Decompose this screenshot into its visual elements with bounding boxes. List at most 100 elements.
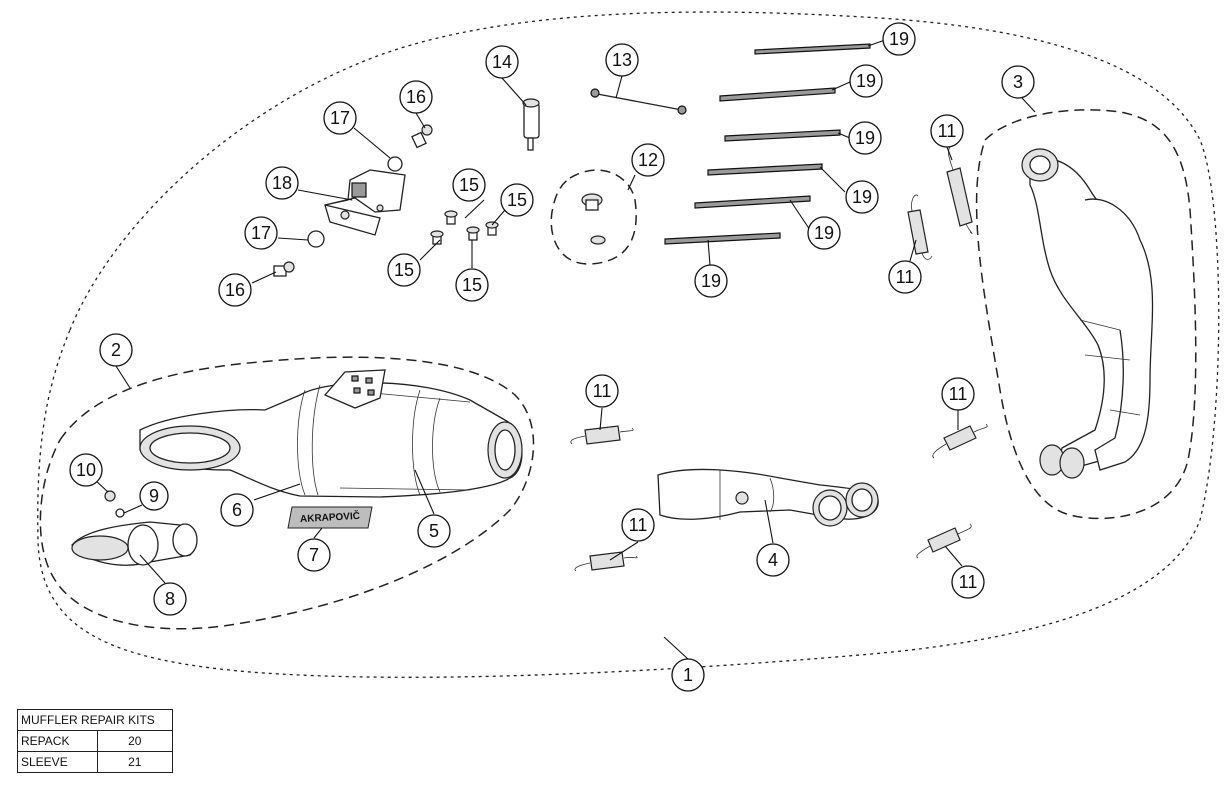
callout-3: 3 bbox=[1001, 65, 1035, 99]
svg-text:19: 19 bbox=[856, 71, 876, 91]
logo-sticker: AKRAPOVIČ bbox=[287, 506, 373, 529]
callout-16-a: 16 bbox=[399, 80, 433, 114]
callout-11-f: 11 bbox=[951, 565, 985, 599]
svg-text:1: 1 bbox=[683, 665, 693, 685]
spring-6 bbox=[916, 523, 972, 559]
screw-15-a bbox=[444, 210, 458, 225]
callout-14: 14 bbox=[485, 45, 519, 79]
spring-5 bbox=[932, 423, 988, 459]
washer-17-b bbox=[307, 230, 325, 248]
svg-text:3: 3 bbox=[1013, 72, 1023, 92]
spring-4 bbox=[574, 551, 638, 572]
callout-11-b: 11 bbox=[888, 260, 922, 294]
spring-2 bbox=[907, 194, 933, 260]
sensor bbox=[522, 98, 540, 151]
strap-4 bbox=[707, 163, 823, 176]
callout-15-c: 15 bbox=[387, 253, 421, 287]
bolt-16-a bbox=[411, 124, 433, 149]
svg-text:18: 18 bbox=[272, 173, 292, 193]
washer-9 bbox=[115, 508, 125, 518]
strap-2 bbox=[719, 87, 836, 102]
callout-10: 10 bbox=[69, 453, 103, 487]
fitting bbox=[581, 193, 606, 245]
muffler-repair-kits-table: MUFFLER REPAIR KITS REPACK 20 SLEEVE 21 bbox=[17, 709, 173, 773]
callout-15-b: 15 bbox=[500, 183, 534, 217]
callout-6: 6 bbox=[220, 493, 254, 527]
svg-text:8: 8 bbox=[165, 589, 175, 609]
callout-15-d: 15 bbox=[455, 268, 489, 302]
bolt-16-b bbox=[273, 261, 295, 277]
svg-text:15: 15 bbox=[394, 260, 414, 280]
callout-16-b: 16 bbox=[218, 273, 252, 307]
header-group-outline bbox=[975, 109, 1197, 520]
svg-text:6: 6 bbox=[232, 500, 242, 520]
strap-1 bbox=[754, 43, 871, 55]
callout-17-a: 17 bbox=[323, 101, 357, 135]
svg-text:13: 13 bbox=[612, 50, 632, 70]
svg-text:17: 17 bbox=[251, 223, 271, 243]
callout-11-a: 11 bbox=[930, 114, 964, 148]
spring-3 bbox=[570, 425, 634, 445]
callout-11-d: 11 bbox=[621, 508, 655, 542]
svg-text:11: 11 bbox=[593, 381, 612, 401]
callout-1: 1 bbox=[671, 658, 705, 692]
callout-5: 5 bbox=[417, 514, 451, 548]
table-title: MUFFLER REPAIR KITS bbox=[17, 709, 173, 731]
kit-number: 20 bbox=[96, 730, 173, 752]
svg-text:11: 11 bbox=[949, 384, 968, 404]
svg-text:11: 11 bbox=[629, 515, 648, 535]
svg-text:15: 15 bbox=[462, 275, 482, 295]
callout-4: 4 bbox=[756, 543, 790, 577]
svg-text:19: 19 bbox=[855, 128, 875, 148]
svg-text:17: 17 bbox=[330, 108, 350, 128]
svg-text:15: 15 bbox=[459, 175, 479, 195]
muffler-group-outline bbox=[39, 356, 535, 630]
svg-text:4: 4 bbox=[768, 550, 778, 570]
end-cap bbox=[71, 521, 198, 566]
svg-text:12: 12 bbox=[638, 150, 658, 170]
washer-17-a bbox=[387, 156, 403, 172]
svg-text:19: 19 bbox=[701, 271, 721, 291]
callout-19-d: 19 bbox=[845, 180, 879, 214]
screw-15-c bbox=[430, 230, 444, 245]
washer-10 bbox=[104, 490, 116, 502]
leader-lines bbox=[94, 39, 1036, 660]
kit-name: REPACK bbox=[17, 730, 98, 752]
callout-19-a: 19 bbox=[882, 22, 916, 56]
svg-text:11: 11 bbox=[938, 121, 957, 141]
callout-19-e: 19 bbox=[807, 216, 841, 250]
svg-text:16: 16 bbox=[225, 280, 245, 300]
table-row: REPACK 20 bbox=[17, 730, 173, 752]
svg-text:11: 11 bbox=[896, 267, 915, 287]
callout-11-c: 11 bbox=[585, 374, 619, 408]
svg-text:16: 16 bbox=[406, 87, 426, 107]
svg-text:10: 10 bbox=[76, 460, 96, 480]
callout-19-f: 19 bbox=[694, 264, 728, 298]
callout-18: 18 bbox=[265, 166, 299, 200]
link-pipe bbox=[657, 468, 879, 527]
callout-9: 9 bbox=[139, 481, 169, 511]
callout-17-b: 17 bbox=[244, 216, 278, 250]
logo-text: AKRAPOVIČ bbox=[300, 509, 361, 525]
header-pipes bbox=[1021, 148, 1154, 479]
full-system-outline bbox=[37, 11, 1220, 678]
callout-13: 13 bbox=[605, 43, 639, 77]
callout-19-b: 19 bbox=[849, 64, 883, 98]
callout-11-e: 11 bbox=[941, 377, 975, 411]
callout-8: 8 bbox=[153, 582, 187, 616]
kit-name: SLEEVE bbox=[17, 751, 98, 773]
svg-text:19: 19 bbox=[814, 223, 834, 243]
svg-text:7: 7 bbox=[309, 545, 319, 565]
svg-text:15: 15 bbox=[507, 190, 527, 210]
screw-15-d bbox=[466, 226, 480, 241]
svg-text:19: 19 bbox=[852, 187, 872, 207]
spring-1 bbox=[946, 144, 973, 234]
kit-number: 21 bbox=[96, 751, 173, 773]
callout-15-a: 15 bbox=[452, 168, 486, 202]
svg-text:19: 19 bbox=[889, 29, 909, 49]
svg-text:9: 9 bbox=[149, 486, 159, 506]
mount-bracket bbox=[324, 169, 406, 236]
svg-text:11: 11 bbox=[959, 572, 978, 592]
strap-6 bbox=[664, 232, 781, 245]
svg-text:5: 5 bbox=[429, 521, 439, 541]
